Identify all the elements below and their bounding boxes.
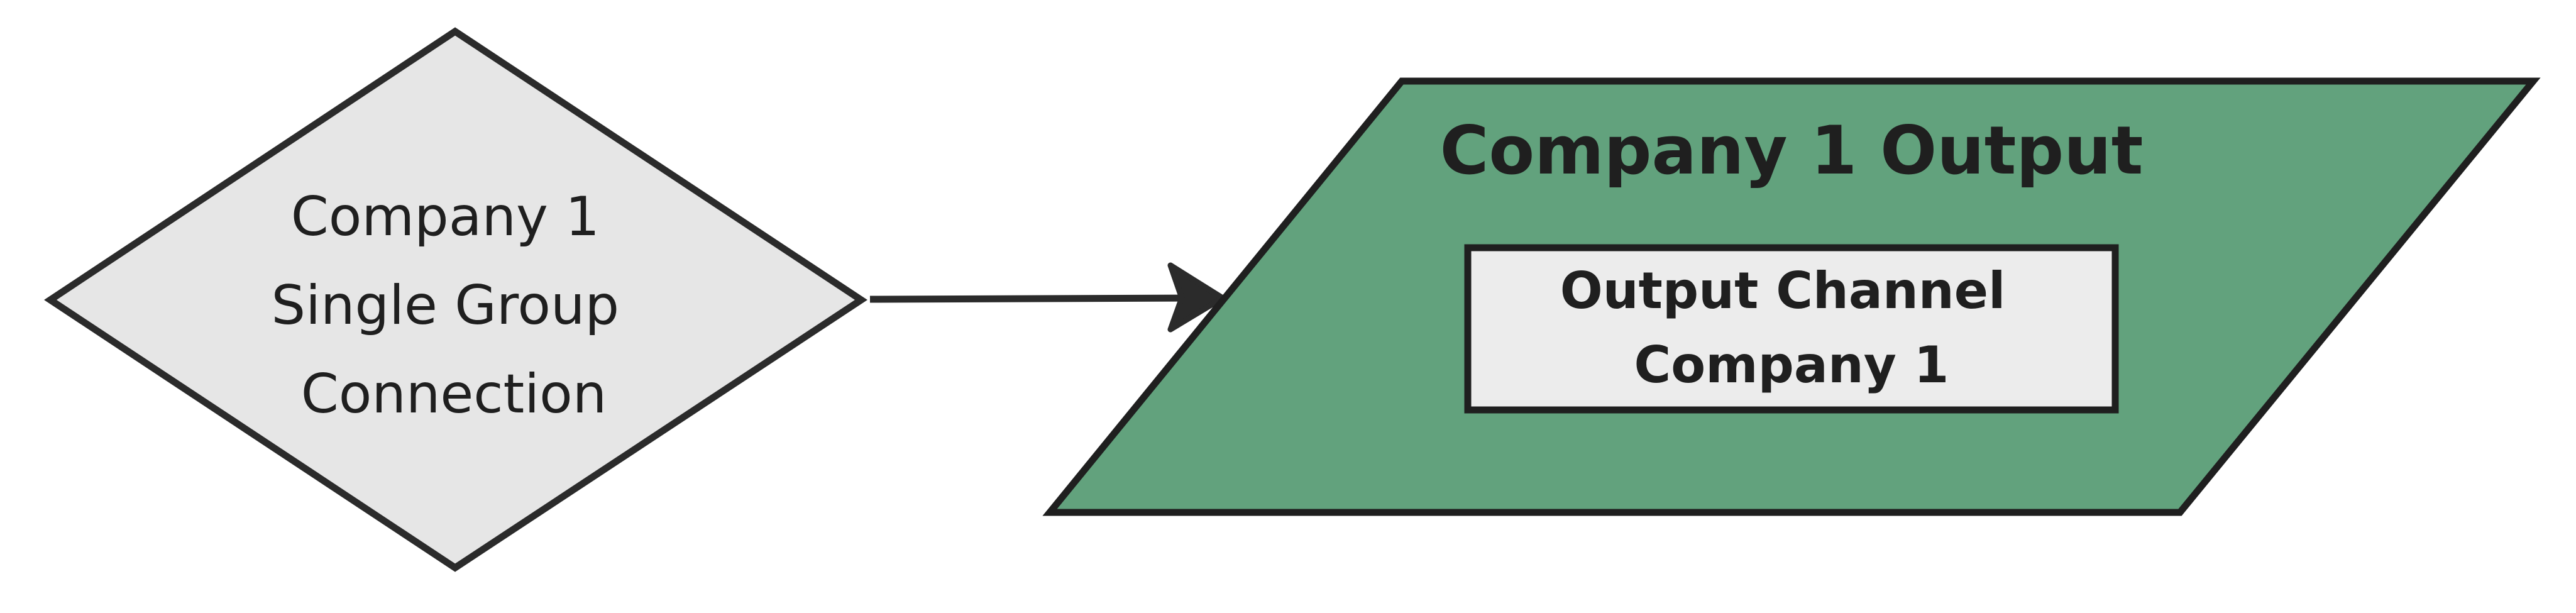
decision-node[interactable]: Company 1 Single Group Connection [44, 27, 867, 572]
decision-node-label: Company 1 Single Group Connection [272, 185, 637, 426]
decision-label-line-1: Company 1 [291, 185, 600, 248]
edge-line [869, 294, 1208, 303]
output-group[interactable]: Company 1 Output Output Channel Company … [1042, 77, 2541, 516]
output-channel-line-1: Output Channel [1560, 262, 2006, 320]
output-group-title: Company 1 Output [1440, 112, 2144, 189]
output-channel-box [1464, 244, 2119, 414]
decision-label-line-3: Connection [301, 363, 607, 426]
output-channel-node[interactable]: Output Channel Company 1 [1464, 244, 2119, 414]
edge-decision-to-output[interactable] [869, 262, 1226, 333]
arrowhead-icon [1167, 262, 1226, 333]
output-channel-label: Output Channel Company 1 [1560, 262, 2023, 394]
decision-diamond-shape [44, 27, 867, 572]
output-channel-line-2: Company 1 [1634, 336, 1949, 394]
decision-label-line-2: Single Group [272, 274, 620, 337]
